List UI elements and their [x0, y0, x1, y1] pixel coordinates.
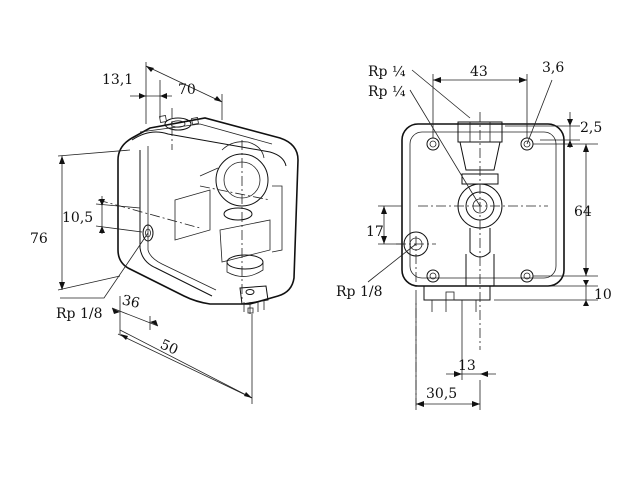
- iso-front-edge: [139, 150, 213, 297]
- iso-dim-50: 50: [158, 337, 181, 359]
- front-view: 43 3,6 Rp ¼ Rp ¼ 2,5 64 17 Rp 1/8: [336, 60, 612, 410]
- isometric-view: 13,1 70 76 10,5 Rp 1/8 36 50: [30, 62, 299, 404]
- front-top-port-label-2: Rp ¼: [368, 84, 406, 100]
- iso-dim-10-5: 10,5: [62, 210, 93, 226]
- front-dim-3-6: 3,6: [542, 60, 564, 76]
- front-housing: [401, 123, 565, 287]
- iso-housing-outline: [117, 117, 299, 305]
- iso-front-edge-2: [147, 146, 217, 291]
- front-dim-43: 43: [470, 64, 488, 80]
- front-dim-17: 17: [366, 224, 384, 240]
- iso-dim-13-1: 13,1: [102, 72, 133, 88]
- front-dim-10: 10: [594, 287, 612, 303]
- front-dim-30-5: 30,5: [426, 386, 457, 402]
- front-dim-64: 64: [574, 204, 592, 220]
- front-dim-13: 13: [458, 358, 476, 374]
- iso-connector: [239, 285, 269, 305]
- iso-top-rim: [139, 123, 273, 145]
- front-side-port-label: Rp 1/8: [336, 284, 382, 300]
- iso-top-face: [131, 131, 287, 167]
- iso-dim-70: 70: [178, 82, 196, 98]
- iso-top-port: [164, 117, 192, 131]
- front-top-port-label-1: Rp ¼: [368, 64, 406, 80]
- front-dim-2-5: 2,5: [580, 120, 602, 136]
- iso-port-label: Rp 1/8: [56, 306, 102, 322]
- iso-dim-76: 76: [30, 231, 48, 247]
- iso-side-port: [142, 224, 154, 242]
- iso-dim-36: 36: [121, 293, 142, 312]
- front-terminal-block: [423, 285, 491, 301]
